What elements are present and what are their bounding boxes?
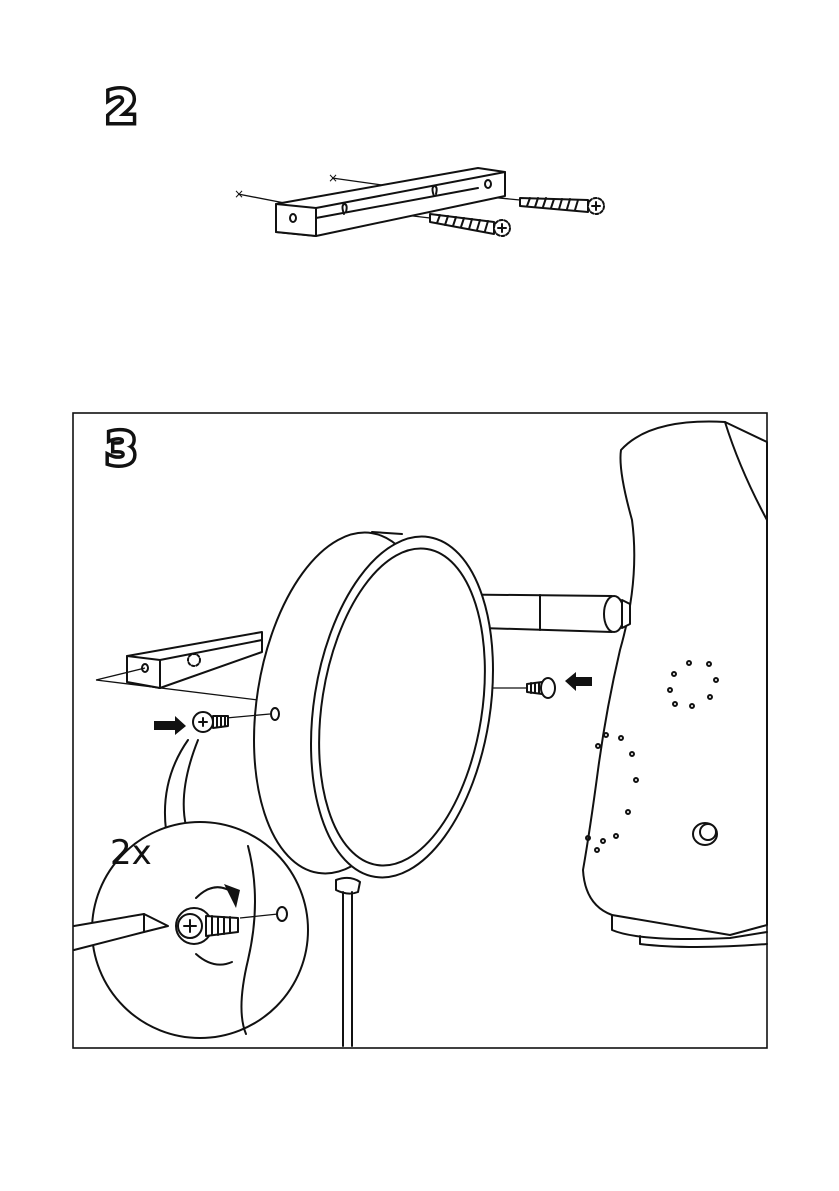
arrow-right-icon — [154, 716, 186, 735]
step-3-number: 3 — [106, 428, 137, 472]
wall-bracket-illustration: × × — [234, 168, 604, 236]
wood-screw-icon — [520, 198, 604, 214]
screw-icon — [527, 678, 555, 698]
step-3-illustration — [74, 422, 767, 1046]
arrow-left-icon — [565, 672, 592, 691]
wall-mount-disc — [231, 519, 516, 890]
mounted-bracket — [127, 632, 262, 688]
lamp-shade — [583, 422, 767, 947]
power-cord — [336, 878, 360, 1046]
quantity-label: 2x — [110, 836, 152, 870]
wood-screw-icon — [430, 214, 510, 236]
svg-text:×: × — [234, 187, 244, 201]
svg-text:×: × — [328, 171, 338, 185]
screw-icon — [193, 712, 228, 732]
